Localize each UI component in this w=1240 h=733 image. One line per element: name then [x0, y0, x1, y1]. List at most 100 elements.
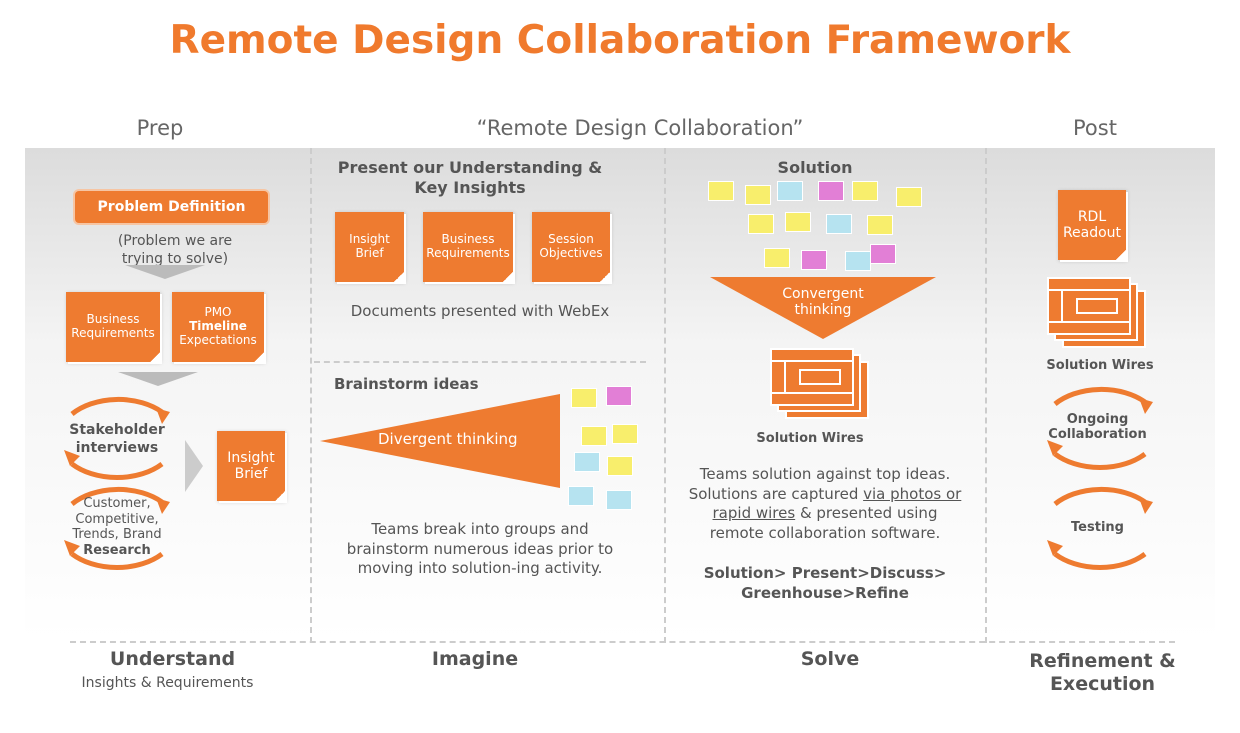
- footer-refinement: Refinement &Execution: [1005, 650, 1200, 696]
- page-title: Remote Design Collaboration Framework: [169, 18, 1071, 63]
- text: Brief: [355, 246, 384, 260]
- sticky-note: [708, 181, 734, 201]
- phase-post: Post: [1073, 116, 1117, 140]
- text: Competitive,: [75, 511, 159, 527]
- text: Requirements: [426, 246, 510, 260]
- text: Solution> Present>Discuss>: [703, 564, 947, 582]
- solution-wires-label: Solution Wires: [1046, 358, 1154, 373]
- text: PMO: [204, 305, 232, 320]
- sticky-note: [748, 214, 774, 234]
- problem-definition-box: Problem Definition: [75, 191, 268, 223]
- text: Brief: [234, 466, 268, 482]
- sticky-note: [568, 486, 594, 506]
- text: RDL: [1077, 208, 1107, 225]
- footer-imagine: Imagine: [431, 648, 519, 670]
- text: brainstorm numerous ideas prior to: [346, 539, 614, 558]
- cycle-arrows-icon: [1047, 386, 1153, 471]
- text: Teams solution against top ideas.: [699, 465, 951, 483]
- text: interviews: [75, 440, 159, 457]
- sticky-note: [606, 386, 632, 406]
- sticky-note: [574, 452, 600, 472]
- text: Business: [86, 312, 140, 327]
- sticky-note: [785, 212, 811, 232]
- brainstorm-heading: Brainstorm ideas: [334, 375, 479, 393]
- sticky-note: [896, 187, 922, 207]
- footer-understand: Understand: [109, 648, 236, 670]
- sticky-note: [581, 426, 607, 446]
- solve-desc: Teams solution against top ideas.Solutio…: [665, 465, 985, 543]
- text: Session: [548, 232, 594, 247]
- text: Stakeholder: [69, 422, 165, 438]
- text: Solutions are captured: [688, 484, 864, 503]
- phase-prep: Prep: [136, 116, 184, 140]
- sticky-note: [745, 185, 771, 205]
- sticky-note: [612, 424, 638, 444]
- sticky-note: [777, 181, 803, 201]
- text: Insight: [349, 232, 390, 247]
- cycle-arrows-icon: [1047, 486, 1153, 571]
- text: Business: [441, 232, 495, 247]
- sticky-note: [870, 244, 896, 264]
- text: Collaboration: [1048, 426, 1147, 442]
- text: moving into solution-ing activity.: [357, 559, 603, 577]
- text: & presented using: [795, 504, 938, 522]
- divider: [70, 641, 1175, 643]
- text: rapid wires: [712, 504, 796, 522]
- text: Convergent: [782, 286, 864, 302]
- footer-solve: Solve: [800, 648, 860, 670]
- sticky-note: [764, 248, 790, 268]
- down-arrow-icon: [118, 372, 198, 386]
- wireframe-stack-icon: [1047, 277, 1146, 348]
- webex-text: Documents presented with WebEx: [350, 302, 610, 320]
- text: Timeline: [189, 319, 247, 334]
- convergent-funnel-icon: [710, 277, 936, 339]
- divider: [310, 148, 312, 643]
- testing-label: Testing: [1071, 520, 1124, 535]
- solve-flow: Solution> Present>Discuss>Greenhouse>Ref…: [665, 564, 985, 603]
- divergent-label: Divergent thinking: [378, 430, 518, 448]
- wireframe-stack-icon: [770, 348, 869, 419]
- sticky-note: [607, 456, 633, 476]
- text: via photos or: [863, 484, 962, 503]
- sticky-note: [867, 215, 893, 235]
- text: Trends, Brand: [72, 527, 162, 543]
- cycle-arrows-icon: [64, 396, 170, 481]
- text: Customer,: [83, 496, 151, 511]
- sticky-note: [818, 181, 844, 201]
- stakeholder-interviews: Stakeholder interviews: [52, 421, 182, 457]
- footer-understand-sub: Insights & Requirements: [81, 675, 254, 691]
- text: thinking: [794, 302, 852, 319]
- sticky-note: [845, 251, 871, 271]
- divider: [985, 148, 987, 643]
- solution-wires-label: Solution Wires: [756, 431, 864, 446]
- text: trying to solve): [121, 251, 229, 268]
- text: Execution: [1049, 672, 1156, 695]
- divergent-funnel-icon: [320, 394, 560, 488]
- divider: [664, 148, 666, 643]
- text: Requirements: [71, 326, 155, 340]
- sticky-note: [571, 388, 597, 408]
- text: Insight: [227, 449, 275, 466]
- text: Expectations: [179, 332, 257, 347]
- text: Refinement &: [1029, 650, 1176, 672]
- right-arrow-icon: [185, 440, 203, 492]
- down-arrow-icon: [125, 265, 205, 279]
- cycle-arrows-icon: [64, 486, 170, 571]
- sticky-note: [826, 214, 852, 234]
- text: Key Insights: [414, 178, 526, 197]
- sticky-note: [852, 181, 878, 201]
- present-heading: Present our Understanding &Key Insights: [320, 158, 620, 198]
- text: Present our Understanding &: [337, 158, 603, 177]
- text: Objectives: [539, 246, 603, 260]
